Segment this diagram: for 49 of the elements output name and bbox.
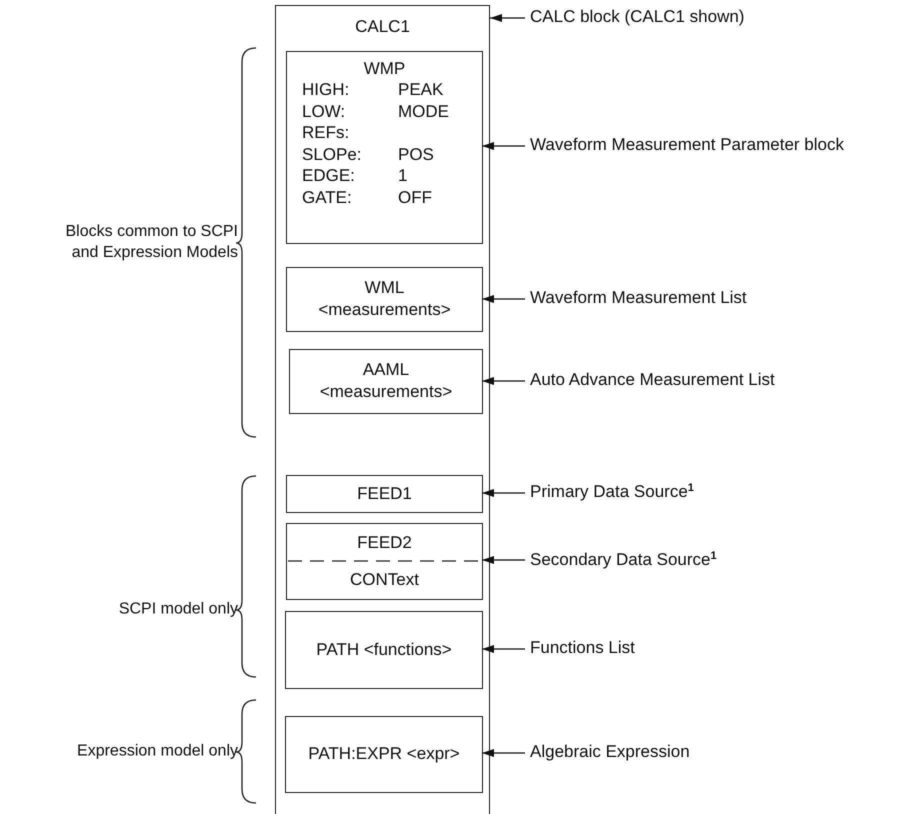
parameter-name: HIGH: [302, 81, 350, 98]
callout-label: CALC block (CALC1 shown) [530, 8, 830, 28]
block [289, 349, 483, 414]
parameter-name: EDGE: [302, 167, 355, 184]
block-text: <measurements> [318, 383, 454, 400]
block-title: PATH <functions> [315, 640, 453, 658]
parameter-name: LOW: [302, 102, 346, 120]
arrow [490, 14, 525, 22]
block-text: CONText [349, 571, 420, 588]
bracket-label: Expression model only [76, 742, 238, 762]
block-title: AAML [362, 361, 410, 378]
callout-label: Primary Data Source$^{1}$ [530, 483, 830, 503]
block [285, 611, 483, 689]
bracket-label: SCPI model only [118, 600, 238, 620]
callout-label: Auto Advance Measurement List [530, 371, 850, 391]
block [286, 475, 483, 513]
arrow [482, 295, 525, 303]
arrow [482, 749, 525, 757]
callout-label: Algebraic Expression [530, 743, 830, 763]
block-title: WMP [362, 60, 406, 77]
parameter-block [286, 51, 483, 244]
block-title: FEED1 [356, 484, 413, 502]
parameter-value: MODE [398, 102, 449, 120]
calc-block [275, 5, 490, 814]
parameter-name: GATE: [302, 189, 352, 206]
parameter-value: OFF [398, 189, 432, 206]
callout-label: Waveform Measurement List [530, 289, 830, 309]
bracket-label: Blocks common to SCPI and Expression Models [64, 222, 238, 263]
callout-label: Secondary Data Source$^{1}$ [530, 551, 830, 571]
parameter-name: SLOPe: [302, 146, 362, 163]
parameter-value: 1 [398, 167, 408, 184]
arrow [482, 489, 525, 497]
callout-label: Waveform Measurement Parameter block [530, 136, 890, 156]
block [285, 716, 483, 793]
block-title: WML [364, 279, 406, 296]
block-title: PATH:EXPR <expr> [307, 745, 461, 762]
block-text: <measurements> [317, 301, 452, 318]
block-title: CALC1 [354, 18, 411, 35]
arrow [482, 142, 525, 150]
arrow [482, 556, 525, 564]
block-title: FEED2 [356, 534, 413, 551]
parameter-value: POS [398, 146, 434, 163]
parameter-name: REFs: [302, 124, 350, 142]
parameter-value: PEAK [398, 81, 444, 98]
arrow [482, 645, 525, 653]
callout-label: Functions List [530, 639, 830, 659]
block [286, 267, 483, 332]
arrow [482, 377, 525, 385]
block [286, 523, 483, 600]
